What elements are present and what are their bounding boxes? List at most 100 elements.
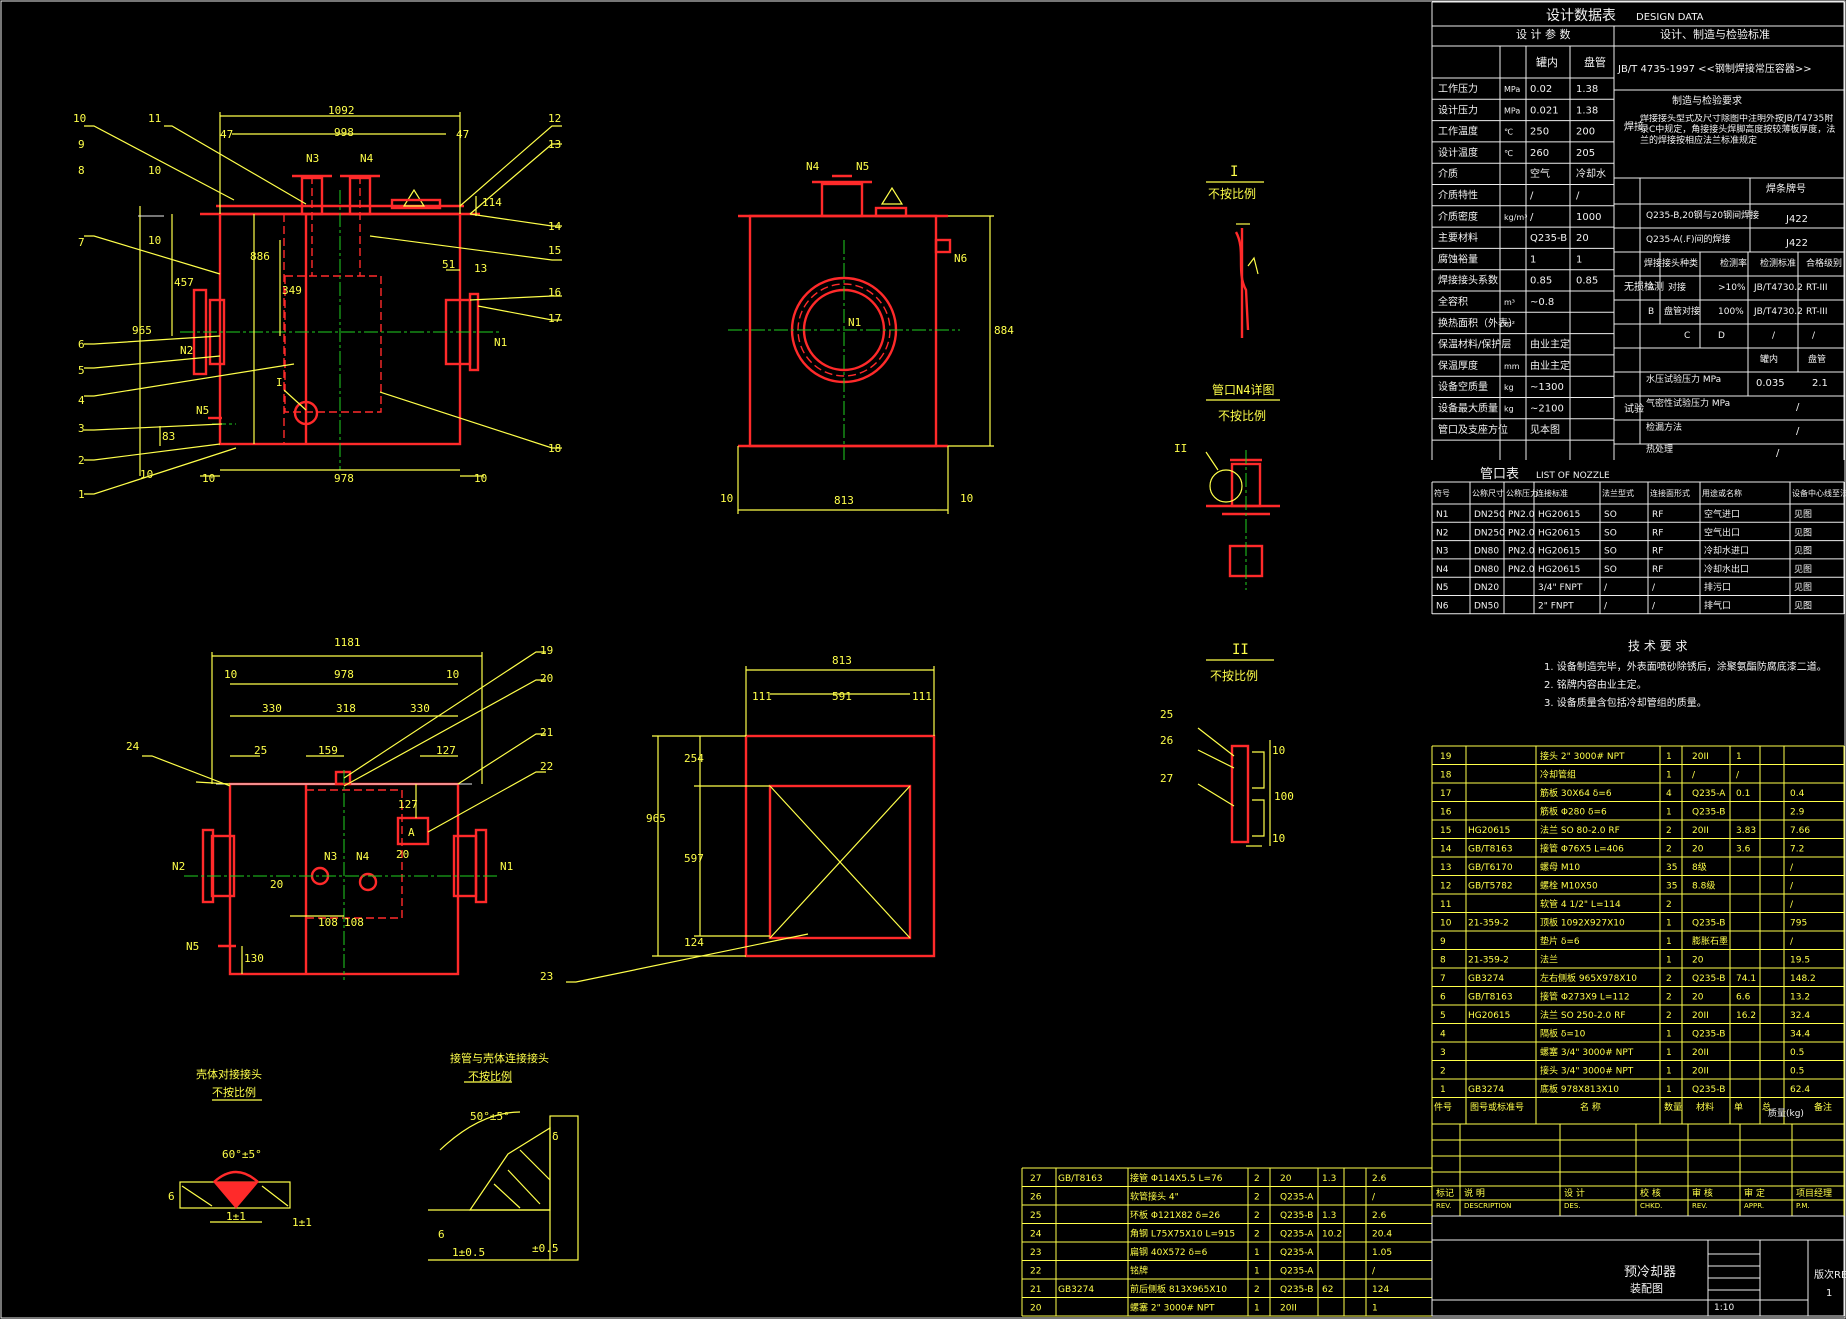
dim: 330	[262, 702, 282, 715]
bom-cell: 3	[1440, 1048, 1446, 1058]
bottom-view	[566, 666, 936, 983]
nozzle-cell: /	[1604, 583, 1608, 593]
bom-cell: 0.4	[1790, 789, 1805, 799]
bom-cell: 3.6	[1736, 845, 1751, 855]
item-label: 12	[548, 112, 561, 125]
bom-cell: 21-359-2	[1468, 956, 1509, 966]
item-label: 14	[548, 220, 562, 233]
bom-cell: 1	[1666, 937, 1672, 947]
dim: 1181	[334, 636, 361, 649]
test-head: 罐内	[1760, 353, 1778, 365]
nozzle-cell: DN50	[1474, 602, 1499, 612]
design-row-label: 工作压力	[1438, 82, 1478, 95]
design-row-label: 介质	[1438, 168, 1458, 180]
bom-cell: 20	[1692, 956, 1704, 966]
nozzle-cell: /	[1652, 602, 1656, 612]
bom-cell: 隔板 δ=10	[1540, 1028, 1586, 1040]
shell-header: 罐内	[1536, 55, 1558, 69]
bom-cell: 2	[1440, 1067, 1446, 1077]
bom-cell: 14	[1440, 845, 1452, 855]
nozzle-cell: 冷却水出口	[1704, 563, 1749, 575]
bom-cell: 15	[1440, 826, 1451, 836]
ndt-cell: B	[1648, 307, 1654, 317]
nozzle-table-title: 管口表	[1480, 467, 1519, 482]
standard-line: JB/T 4735-1997 <<钢制焊接常压容器>>	[1617, 62, 1812, 75]
revision-col-en: CHKD.	[1640, 1202, 1662, 1210]
plan-view	[184, 652, 500, 980]
weld-head: 焊条牌号	[1766, 182, 1806, 195]
ndt-cell: RT-III	[1806, 283, 1827, 293]
bom-cell: 筋板 30X64 δ=6	[1540, 787, 1612, 799]
bom-cell: /	[1790, 900, 1794, 910]
bom2-cell: 接管 Φ114X5.5 L=76	[1130, 1172, 1223, 1184]
design-row-tube: 0.85	[1576, 276, 1598, 287]
nozzle-cell: N6	[1436, 602, 1449, 612]
nozzle-table-title-en: LIST OF NOZZLE	[1536, 471, 1610, 481]
bom2-cell: 铭牌	[1130, 1265, 1148, 1277]
bom-cell: 接头 2" 3000# NPT	[1540, 750, 1625, 762]
test-cell: /	[1796, 402, 1800, 413]
bom-cell: 7.2	[1790, 845, 1804, 855]
revision-col: 标记	[1436, 1187, 1454, 1199]
dim: 100	[1274, 790, 1294, 803]
design-row-shell: 由业主定	[1530, 338, 1570, 351]
detail-label: II	[1174, 442, 1187, 455]
nozzle-cell: 见图	[1794, 564, 1812, 575]
bom-cell: 8级	[1692, 861, 1707, 873]
design-row-label: 焊接接头系数	[1438, 274, 1498, 287]
design-row-shell: 1	[1530, 254, 1536, 265]
design-row-unit: kg/m³	[1504, 213, 1527, 222]
weld-dim: 1±1	[292, 1216, 312, 1229]
ndt-cell: C	[1684, 331, 1690, 341]
title-block-rev-label: 版次REV.	[1814, 1268, 1846, 1281]
plan-leaders	[142, 651, 546, 833]
weld-dim: ±0.5	[532, 1242, 559, 1255]
item-label: 24	[126, 740, 140, 753]
item-label: 3	[78, 422, 85, 435]
bom-cell: 膨胀石墨	[1692, 935, 1728, 947]
bom-cell: 4	[1666, 789, 1672, 799]
dim: 1092	[328, 104, 355, 117]
revision-col-en: DES.	[1564, 1202, 1580, 1210]
revision-grid	[1431, 1123, 1845, 1317]
dim: 457	[174, 276, 194, 289]
bom-cell: 20II	[1692, 1011, 1709, 1021]
weld-r2v: J422	[1785, 238, 1808, 249]
item-label: 2	[78, 454, 85, 467]
bom2-cell: 21	[1030, 1285, 1041, 1295]
dim: 20	[396, 848, 409, 861]
weld-scale: 不按比例	[212, 1085, 256, 1099]
bom-cell: 2	[1666, 974, 1672, 984]
bom2-cell: 2	[1254, 1174, 1260, 1184]
bom2-cell: 角钢 L75X75X10 L=915	[1130, 1228, 1235, 1240]
design-row-unit: MPa	[1504, 85, 1520, 94]
bom-cell: 16.2	[1736, 1011, 1756, 1021]
title-block-rev-value: 1	[1826, 1288, 1832, 1299]
bom-cell: 13	[1440, 863, 1451, 873]
bom-cell: GB/T8163	[1468, 845, 1513, 855]
bom-cell: 接管 Φ273X9 L=112	[1540, 991, 1630, 1003]
bom-cell: Q235-B	[1692, 919, 1725, 929]
design-row-shell: 见本图	[1530, 423, 1560, 436]
dim: 998	[334, 126, 354, 139]
dim: 10	[446, 668, 459, 681]
dim: 597	[684, 852, 704, 865]
item-label: 15	[548, 244, 561, 257]
bom-cell: 8.8级	[1692, 880, 1715, 892]
bom-cell: HG20615	[1468, 826, 1510, 836]
design-row-shell: ~2100	[1530, 404, 1564, 415]
nozzle-cell: 见图	[1794, 546, 1812, 557]
nozzle-label: N3	[324, 850, 337, 863]
bom2-cell: 2.6	[1372, 1174, 1387, 1184]
design-row-label: 工作温度	[1438, 125, 1478, 138]
dim: 83	[162, 430, 175, 443]
dim: 10	[1272, 744, 1285, 757]
bom-cell: 20II	[1692, 752, 1709, 762]
design-row-shell: 250	[1530, 127, 1549, 138]
bom2-cell: Q235-A	[1280, 1248, 1314, 1258]
weld-title: 壳体对接接头	[196, 1067, 262, 1081]
weld-text: 焊接接头型式及尺寸除图中注明外按JB/T4735附录C中规定，角接接头焊脚高度按…	[1640, 114, 1836, 146]
bom2-cell: 2	[1254, 1285, 1260, 1295]
dim: 127	[398, 798, 418, 811]
bom2-cell: 环板 Φ121X82 δ=26	[1130, 1209, 1220, 1221]
